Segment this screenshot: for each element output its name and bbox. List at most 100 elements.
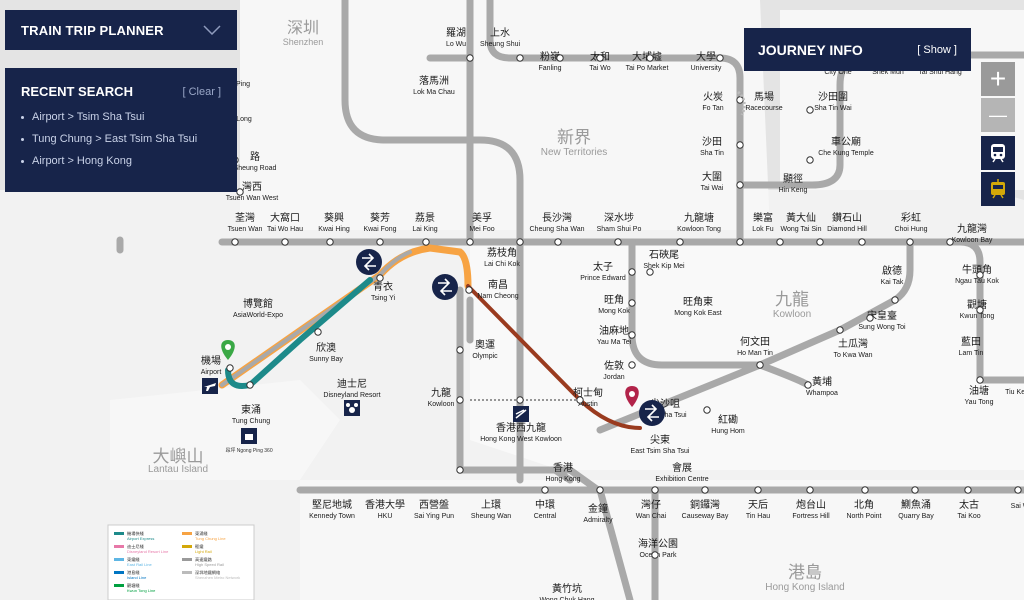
- station-marker[interactable]: [541, 486, 549, 494]
- station-marker[interactable]: [806, 156, 814, 164]
- station-marker[interactable]: [326, 238, 334, 246]
- station-marker[interactable]: [646, 268, 654, 276]
- zoom-in-button[interactable]: +: [981, 62, 1015, 96]
- light-rail-layer-button[interactable]: [981, 172, 1015, 206]
- recent-search-item[interactable]: Tung Chung > East Tsim Sha Tsui: [21, 133, 221, 145]
- recent-search-item[interactable]: Airport > Tsim Sha Tsui: [21, 111, 221, 123]
- station-marker[interactable]: [628, 361, 636, 369]
- interchange-icon[interactable]: [356, 249, 382, 275]
- station-marker[interactable]: [516, 396, 524, 404]
- station-marker[interactable]: [836, 326, 844, 334]
- station-marker[interactable]: [906, 238, 914, 246]
- station-marker[interactable]: [614, 238, 622, 246]
- station-marker[interactable]: [703, 406, 711, 414]
- station-marker[interactable]: [456, 466, 464, 474]
- clear-button[interactable]: [ Clear ]: [182, 85, 221, 98]
- station-label[interactable]: Sai W: [1011, 503, 1024, 510]
- station-marker[interactable]: [236, 188, 244, 196]
- station-marker[interactable]: [628, 268, 636, 276]
- station-marker[interactable]: [754, 486, 762, 494]
- train-layer-button[interactable]: [981, 136, 1015, 170]
- station-marker[interactable]: [804, 381, 812, 389]
- station-marker[interactable]: [628, 331, 636, 339]
- station-marker[interactable]: [516, 238, 524, 246]
- station-marker[interactable]: [281, 238, 289, 246]
- station-marker[interactable]: [651, 551, 659, 559]
- station-marker[interactable]: [376, 238, 384, 246]
- station-marker[interactable]: [736, 181, 744, 189]
- station-marker[interactable]: [226, 364, 234, 372]
- station-marker[interactable]: [736, 141, 744, 149]
- station-marker[interactable]: [736, 238, 744, 246]
- trip-planner-bar[interactable]: TRAIN TRIP PLANNER: [5, 10, 237, 50]
- station-label[interactable]: 黃竹坑Wong Chuk Hang: [539, 582, 594, 600]
- zoom-out-button[interactable]: —: [981, 98, 1015, 132]
- station-marker[interactable]: [911, 486, 919, 494]
- station-marker[interactable]: [701, 486, 709, 494]
- journey-info-bar[interactable]: JOURNEY INFO [ Show ]: [744, 28, 971, 71]
- interchange-icon[interactable]: [432, 274, 458, 300]
- station-marker[interactable]: [554, 238, 562, 246]
- station-marker[interactable]: [806, 106, 814, 114]
- station-marker[interactable]: [858, 238, 866, 246]
- station-marker[interactable]: [456, 396, 464, 404]
- station-marker[interactable]: [776, 238, 784, 246]
- station-marker[interactable]: [465, 286, 473, 294]
- station-marker[interactable]: [861, 486, 869, 494]
- station-marker[interactable]: [596, 54, 604, 62]
- station-marker[interactable]: [314, 328, 322, 336]
- station-label[interactable]: Shek Mun: [872, 69, 904, 76]
- station-marker[interactable]: [716, 54, 724, 62]
